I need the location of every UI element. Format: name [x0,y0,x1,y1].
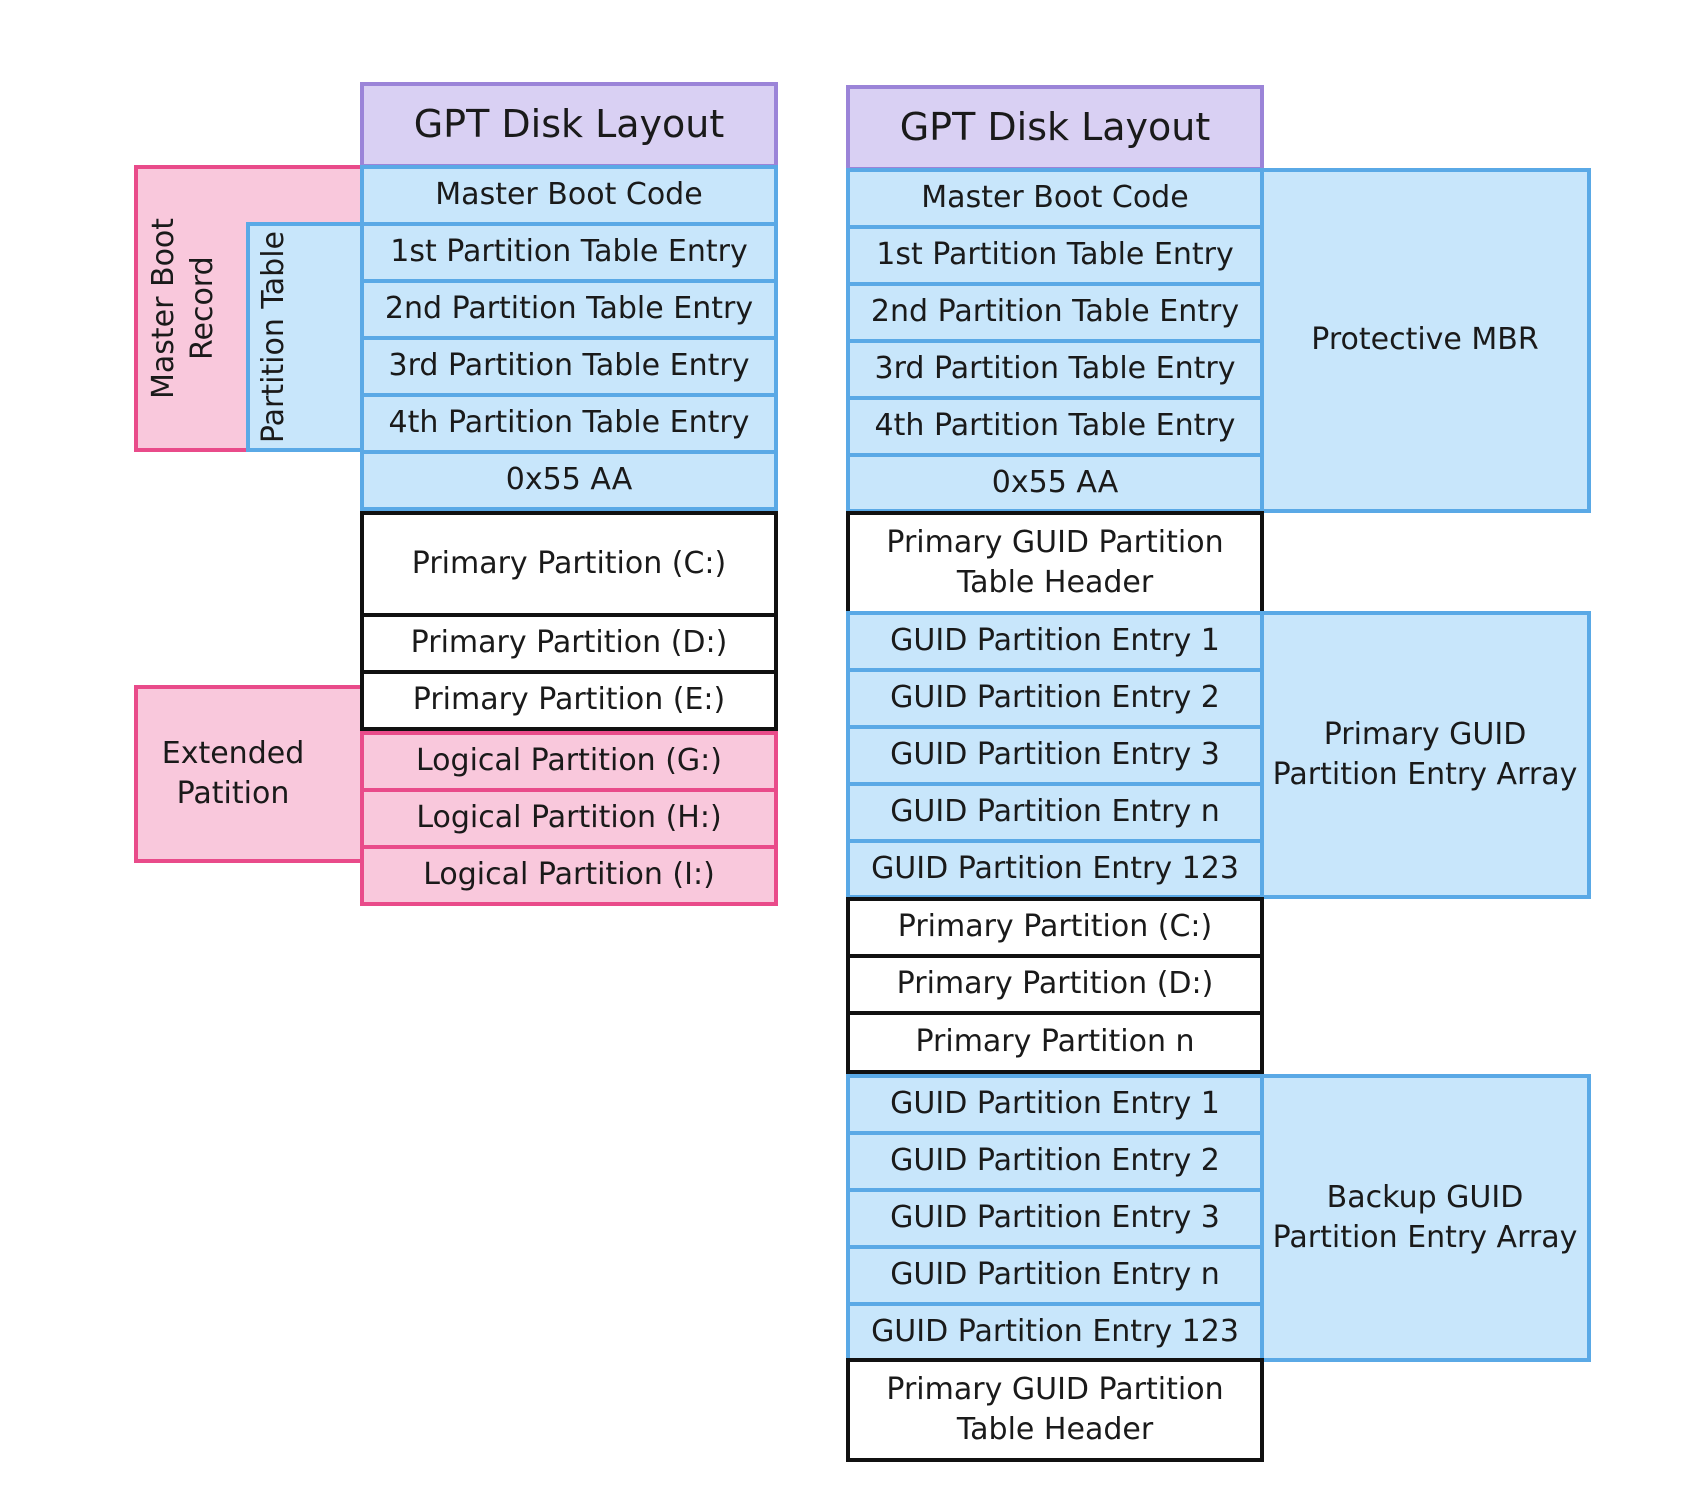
gpt-signature: 0x55 AA [846,453,1264,513]
mbr-partition-entry-3: 3rd Partition Table Entry [360,336,778,397]
gpt-primary-partition-c: Primary Partition (C:) [846,897,1264,958]
mbr-partition-entry-4: 4th Partition Table Entry [360,393,778,454]
backup-guid-entry-123: GUID Partition Entry 123 [846,1302,1264,1362]
mbr-logical-partition-h: Logical Partition (H:) [360,788,778,849]
mbr-primary-partition-e: Primary Partition (E:) [360,670,778,731]
protective-mbr-bracket: Protective MBR [1259,168,1591,513]
gpt-backup-header: Primary GUID Partition Table Header [846,1358,1264,1462]
guid-entry-2: GUID Partition Entry 2 [846,668,1264,729]
mbr-signature: 0x55 AA [360,450,778,511]
gpt-partition-entry-3: 3rd Partition Table Entry [846,339,1264,400]
guid-entry-1: GUID Partition Entry 1 [846,611,1264,672]
guid-entry-3: GUID Partition Entry 3 [846,725,1264,786]
backup-guid-array-bracket: Backup GUID Partition Entry Array [1259,1074,1591,1362]
gpt-primary-partition-d: Primary Partition (D:) [846,954,1264,1015]
backup-guid-entry-2: GUID Partition Entry 2 [846,1131,1264,1192]
mbr-partition-entry-2: 2nd Partition Table Entry [360,279,778,340]
gpt-primary-header: Primary GUID Partition Table Header [846,511,1264,615]
mbr-layout-title: GPT Disk Layout [360,82,778,168]
gpt-partition-entry-1: 1st Partition Table Entry [846,225,1264,286]
partition-table-label: Partition Table [256,230,291,444]
extended-partition-label: Extended Patition [161,735,305,812]
mbr-logical-partition-i: Logical Partition (I:) [360,845,778,906]
guid-entry-123: GUID Partition Entry 123 [846,839,1264,899]
mbr-primary-partition-c: Primary Partition (C:) [360,511,778,617]
guid-entry-n: GUID Partition Entry n [846,782,1264,843]
gpt-primary-partition-n: Primary Partition n [846,1011,1264,1074]
backup-guid-entry-3: GUID Partition Entry 3 [846,1188,1264,1249]
extended-partition-bracket: Extended Patition [134,685,364,863]
master-boot-record-label: Master Boot Record [146,217,220,400]
gpt-layout-title: GPT Disk Layout [846,85,1264,171]
partition-table-bracket: Partition Table [246,222,364,452]
backup-guid-entry-n: GUID Partition Entry n [846,1245,1264,1306]
mbr-master-boot-code: Master Boot Code [360,165,778,226]
mbr-logical-partition-g: Logical Partition (G:) [360,731,778,792]
backup-guid-entry-1: GUID Partition Entry 1 [846,1074,1264,1135]
gpt-partition-entry-2: 2nd Partition Table Entry [846,282,1264,343]
mbr-primary-partition-d: Primary Partition (D:) [360,613,778,674]
gpt-partition-entry-4: 4th Partition Table Entry [846,396,1264,457]
mbr-partition-entry-1: 1st Partition Table Entry [360,222,778,283]
primary-guid-array-bracket: Primary GUID Partition Entry Array [1259,611,1591,899]
gpt-master-boot-code: Master Boot Code [846,168,1264,229]
